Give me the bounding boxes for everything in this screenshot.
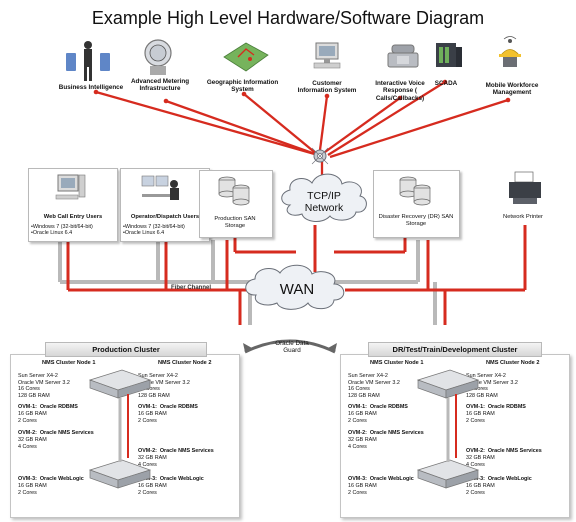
tcpip-cloud [281,173,367,222]
dr-node1-server: Sun Server X4-2 Oracle VM Server 3.2 16 … [348,373,400,399]
prod-node2-ovm1-title: OVM-1: Oracle RDBMS [138,404,198,410]
label-gis: Geographic Information System [206,79,279,94]
red-lines [66,225,527,325]
dr-node1-ovm2-title: OVM-2: Oracle NMS Services [348,430,424,436]
prod-node1-ovm1-title: OVM-1: Oracle RDBMS [18,404,78,410]
business-intelligence-icon [66,41,110,81]
prod-node1-server: Sun Server X4-2 Oracle VM Server 3.2 16 … [18,373,70,399]
prod-node1-name: NMS Cluster Node 1 [42,360,96,366]
web-call-line-2: •Oracle Linux 6.4 [31,230,73,236]
dr-node1-ovm1-title: OVM-1: Oracle RDBMS [348,404,408,410]
server-rack-icon [416,369,480,399]
spoke-endpoints [93,79,511,104]
label-business-intelligence: Business Intelligence [58,84,124,91]
worker-icon [499,36,521,67]
map-icon [223,42,269,72]
dr-san-title: Disaster Recovery (DR) SAN Storage [378,214,454,227]
phone-icon [387,44,419,68]
prod-node1-ovm3: 16 GB RAM 2 Cores [18,483,47,496]
dr-node1-ovm1: 16 GB RAM 2 Cores [348,411,377,424]
prod-node1-ovm1: 16 GB RAM 2 Cores [18,411,47,424]
prod-node2-name: NMS Cluster Node 2 [158,360,212,366]
tcpip-label: TCP/IP Network [304,190,344,214]
dr-node1-ovm3-title: OVM-3: Oracle WebLogic [348,476,414,482]
server-rack-icon [88,459,152,489]
data-guard-arrow [243,339,337,354]
dr-node1-ovm2: 32 GB RAM 4 Cores [348,437,377,450]
dr-node1-ovm3: 16 GB RAM 2 Cores [348,483,377,496]
label-scada: SCADA [434,80,458,87]
prod-node1-ovm3-title: OVM-3: Oracle WebLogic [18,476,84,482]
web-call-title: Web Call Entry Users [43,214,103,220]
dr-servers-icon [416,369,480,489]
dr-node2-ovm2-title: OVM-2: Oracle NMS Services [466,448,542,454]
network-hub-icon [311,147,329,165]
data-guard-label: Oracle Data Guard [275,340,309,355]
wan-label: WAN [279,281,315,298]
label-mwm: Mobile Workforce Management [485,82,539,97]
printer-icon [509,171,541,204]
operator-line-2: •Oracle Linux 6.4 [123,230,165,236]
dr-cluster-title: DR/Test/Train/Development Cluster [368,342,542,357]
dr-node1-name: NMS Cluster Node 1 [370,360,424,366]
web-call-line-1: •Windows 7 (32-bit/64-bit) [31,224,93,230]
production-servers-icon [88,369,152,489]
top-icons [66,36,521,81]
fiber-channel-label: Fiber Channel [171,285,212,291]
operator-title: Operator/Dispatch Users [130,214,200,220]
operator-icon [141,175,179,200]
production-san-icon [218,176,250,206]
label-ami: Advanced Metering Infrastructure [130,78,190,93]
meter-icon [144,39,172,75]
hub-spokes [95,81,509,182]
production-cluster-title: Production Cluster [45,342,207,357]
label-ivr: Interactive Voice Response ( Calls/Callb… [375,80,425,102]
server-rack-icon [416,459,480,489]
web-call-computer-icon [55,174,86,200]
printer-title: Network Printer [503,214,543,220]
operator-line-1: •Windows 7 (32-bit/64-bit) [123,224,185,230]
server-rack-icon [88,369,152,399]
dr-node2-ovm1-title: OVM-1: Oracle RDBMS [466,404,526,410]
prod-node2-ovm1: 16 GB RAM 2 Cores [138,411,167,424]
prod-node2-ovm2-title: OVM-2: Oracle NMS Services [138,448,214,454]
computer-icon [313,42,341,69]
dr-node2-ovm1: 16 GB RAM 2 Cores [466,411,495,424]
production-san-title: Production SAN Storage [214,216,256,229]
scada-icon [436,43,462,67]
label-cis: Customer Information System [297,80,357,95]
prod-node1-ovm2-title: OVM-2: Oracle NMS Services [18,430,94,436]
dr-node2-name: NMS Cluster Node 2 [486,360,540,366]
wan-cloud [245,264,345,310]
dr-san-icon [399,176,431,206]
prod-node2-ovm3: 16 GB RAM 2 Cores [138,483,167,496]
prod-node2-ovm2: 32 GB RAM 4 Cores [138,455,167,468]
prod-node1-ovm2: 32 GB RAM 4 Cores [18,437,47,450]
page-title: Example High Level Hardware/Software Dia… [91,8,485,28]
dr-node2-ovm2: 32 GB RAM 4 Cores [466,455,495,468]
dr-node2-ovm3: 16 GB RAM 2 Cores [466,483,495,496]
